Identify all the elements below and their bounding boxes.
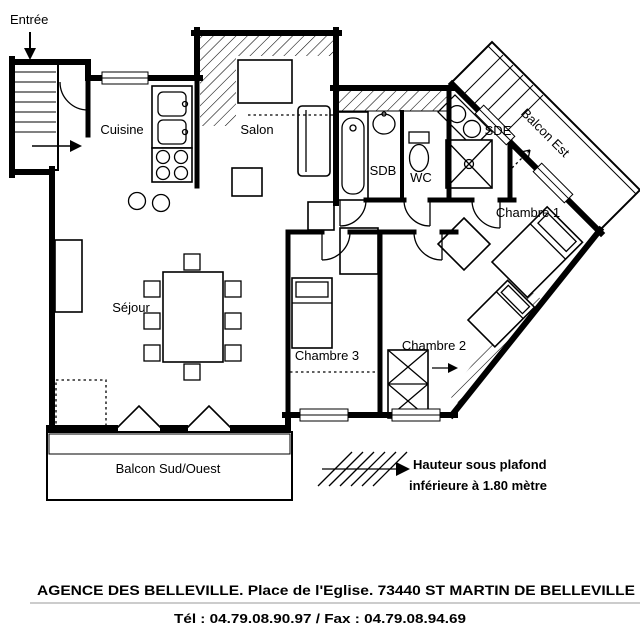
doors (321, 199, 501, 261)
balcony-door-swing (116, 404, 162, 429)
balcony-east-ticks (463, 54, 544, 135)
label-sdb: SDB (370, 163, 397, 178)
bunk-bed-symbol (387, 349, 429, 419)
beds (291, 205, 584, 349)
shower-symbol (445, 139, 493, 189)
label-balcon-sud-ouest: Balcon Sud/Ouest (116, 461, 221, 476)
bathtub-symbol (337, 111, 369, 201)
wall (9, 56, 61, 178)
dining-set (143, 253, 242, 381)
entry-door-arc (59, 81, 89, 111)
legend: Hauteur sous plafond inférieure à 1.80 m… (317, 451, 547, 493)
closet-symbol (54, 239, 83, 313)
stool-symbol (151, 193, 171, 213)
balcony-door-swing (186, 404, 232, 429)
cabinet-symbol (237, 59, 293, 104)
balcony-south-west: Balcon Sud/Ouest (46, 431, 293, 501)
bed-chambre1-symbol (490, 205, 584, 299)
washbasin-symbol (372, 111, 396, 135)
low-ceiling-salon (200, 36, 333, 126)
room-labels: Entrée Cuisine Salon SDB WC SDE Chambre … (10, 12, 560, 363)
door-arc-chambre3 (321, 231, 351, 261)
footer-agency-line: AGENCE DES BELLEVILLE. Place de l'Eglise… (37, 583, 635, 598)
bed-chambre3-symbol (291, 277, 333, 349)
dining-table-symbol (162, 271, 224, 363)
balcony-railing (48, 433, 291, 455)
dotted-zone (55, 379, 107, 427)
balcony-east: Balcon Est (450, 40, 640, 232)
wall (447, 79, 606, 238)
stool-symbol (127, 191, 147, 211)
salon-furniture (231, 59, 334, 197)
label-wc: WC (410, 170, 432, 185)
label-sde: SDE (485, 123, 512, 138)
window-balcony-east (532, 162, 574, 204)
label-chambre3: Chambre 3 (295, 348, 359, 363)
wall (447, 225, 605, 420)
coffee-table-symbol (231, 167, 263, 197)
label-cuisine: Cuisine (100, 122, 143, 137)
door-arc-wc (403, 199, 431, 227)
door-arc-sde (471, 199, 501, 229)
annotations (55, 149, 531, 427)
window-chambre2 (391, 408, 441, 422)
arrow-sde (511, 149, 531, 169)
balcony-east-rail (487, 45, 637, 195)
stove-symbol (151, 147, 193, 183)
label-chambre1: Chambre 1 (496, 205, 560, 220)
closet-symbol (436, 216, 492, 272)
window-chambre3 (299, 408, 349, 422)
legend-text-line2: inférieure à 1.80 mètre (409, 478, 547, 493)
bathroom-fixtures (337, 94, 493, 201)
kitchen-fixtures (127, 85, 193, 213)
windows (101, 71, 574, 429)
door-arc-chambre2 (413, 231, 443, 261)
closet-symbol (339, 227, 379, 275)
window-balcony-east (474, 104, 516, 146)
footer-phone-line: Tél : 04.79.08.90.97 / Fax : 04.79.08.94… (174, 611, 466, 626)
walls (9, 27, 606, 434)
window-kitchen (101, 71, 149, 85)
sofa-symbol (297, 105, 331, 177)
door-arc-sdb (339, 199, 367, 227)
closet-symbol (307, 201, 335, 231)
label-entree: Entrée (10, 12, 48, 27)
low-ceiling-band (339, 91, 447, 111)
stairs (11, 61, 82, 171)
footer: AGENCE DES BELLEVILLE. Place de l'Eglise… (30, 583, 640, 626)
label-sejour: Séjour (112, 300, 150, 315)
toilet-symbol (408, 131, 430, 173)
legend-text-line1: Hauteur sous plafond (413, 457, 547, 472)
label-chambre2: Chambre 2 (402, 338, 466, 353)
label-salon: Salon (240, 122, 273, 137)
bed-chambre2-symbol (466, 279, 536, 349)
dining-chairs (143, 253, 242, 381)
